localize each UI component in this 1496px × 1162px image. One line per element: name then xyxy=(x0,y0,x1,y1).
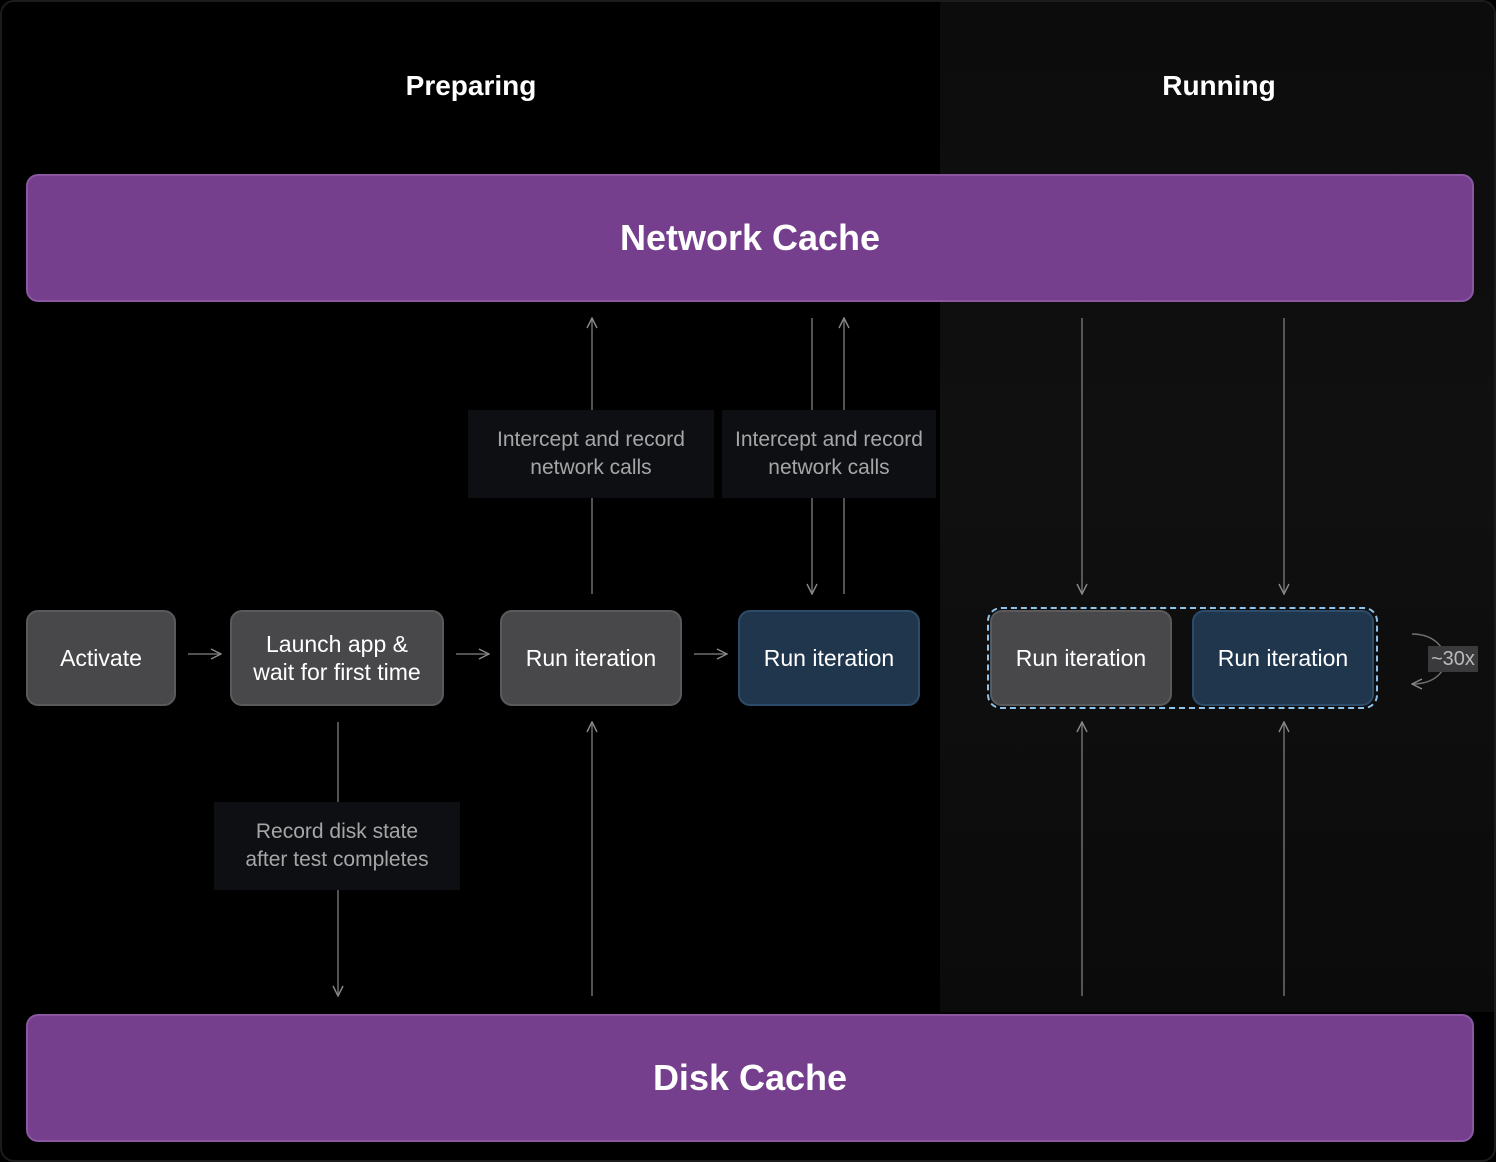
intercept-network-label-1: Intercept and record network calls xyxy=(468,410,714,498)
run-iteration-label-3: Run iteration xyxy=(1015,645,1147,671)
disk-cache-label: Disk Cache xyxy=(652,1057,848,1098)
running-phase-background xyxy=(940,2,1494,1012)
run-iteration-label-1: Run iteration xyxy=(525,645,657,671)
activate-label: Activate xyxy=(60,645,142,671)
phase-title-running: Running xyxy=(1162,70,1276,101)
network-cache-label: Network Cache xyxy=(619,217,881,258)
repeat-count-badge: ~30x xyxy=(1428,646,1478,672)
record-disk-label: Record disk state after test completes xyxy=(214,802,460,890)
intercept-network-label-2: Intercept and record network calls xyxy=(722,410,936,498)
run-iteration-node-1: Run iteration xyxy=(500,610,682,706)
run-iteration-node-2: Run iteration xyxy=(738,610,920,706)
launch-app-node: Launch app & wait for first time xyxy=(230,610,444,706)
run-iteration-node-3: Run iteration xyxy=(990,610,1172,706)
run-iteration-label-2: Run iteration xyxy=(763,645,895,671)
launch-app-label: Launch app & wait for first time xyxy=(253,631,421,685)
disk-cache-bar: Disk Cache xyxy=(26,1014,1474,1142)
network-cache-bar: Network Cache xyxy=(26,174,1474,302)
phase-title-preparing: Preparing xyxy=(405,70,537,101)
activate-node: Activate xyxy=(26,610,176,706)
repeat-loop-group xyxy=(987,607,1378,709)
run-iteration-node-4: Run iteration xyxy=(1192,610,1374,706)
run-iteration-label-4: Run iteration xyxy=(1217,645,1349,671)
